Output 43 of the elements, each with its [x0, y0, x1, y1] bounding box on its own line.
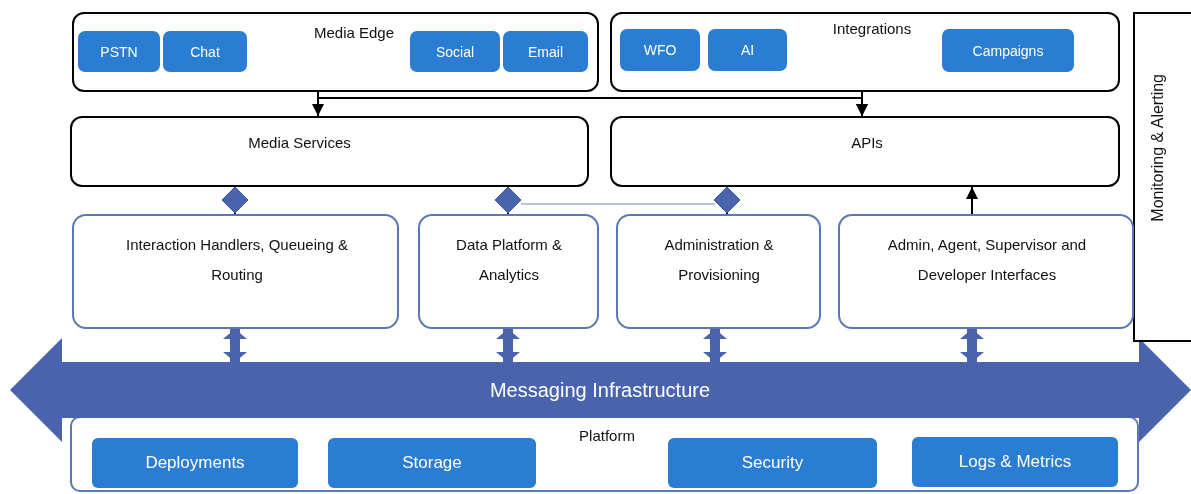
box-title: Admin, Agent, Supervisor and Developer Interfaces [886, 235, 1088, 285]
component-box [72, 214, 399, 329]
side-panel [1133, 12, 1191, 342]
box-title: Interaction Handlers, Queueing & Routing [125, 235, 349, 285]
component-box [616, 214, 821, 329]
double-arrow [496, 329, 520, 362]
platform-service-tag: Security [668, 438, 877, 488]
box-title: Data Platform & Analytics [455, 235, 563, 285]
box-title: Administration & Provisioning [663, 235, 775, 285]
box-title: Integrations [831, 19, 913, 39]
channel-tag: WFO [620, 29, 700, 71]
band-label: Messaging Infrastructure [488, 378, 712, 403]
channel-tag: Chat [163, 31, 247, 72]
channel-tag: Social [410, 31, 500, 72]
double-arrow [223, 329, 247, 362]
box-title: Platform [578, 426, 636, 446]
arrow [966, 186, 978, 215]
panel-title: Monitoring & Alerting [1149, 74, 1167, 222]
platform-box [70, 416, 1139, 492]
arrow [856, 91, 868, 117]
connector-line [520, 203, 716, 205]
service-box [70, 116, 589, 187]
group-box [72, 12, 599, 92]
platform-service-tag: Deployments [92, 438, 298, 488]
box-title: Media Edge [312, 23, 396, 43]
box-title: Media Services [247, 133, 352, 153]
channel-tag: Email [503, 31, 588, 72]
group-box [610, 12, 1120, 92]
component-box [418, 214, 599, 329]
box-title: APIs [850, 133, 884, 153]
diamond-connector [494, 186, 522, 215]
double-arrow [960, 329, 984, 362]
component-box [838, 214, 1134, 329]
double-arrow-band [10, 338, 1191, 442]
diamond-connector [713, 186, 741, 215]
platform-service-tag: Storage [328, 438, 536, 488]
double-arrow [703, 329, 727, 362]
diamond-connector [221, 186, 249, 215]
channel-tag: Campaigns [942, 29, 1074, 72]
platform-service-tag: Logs & Metrics [912, 437, 1118, 487]
service-box [610, 116, 1120, 187]
channel-tag: AI [708, 29, 787, 71]
channel-tag: PSTN [78, 31, 160, 72]
